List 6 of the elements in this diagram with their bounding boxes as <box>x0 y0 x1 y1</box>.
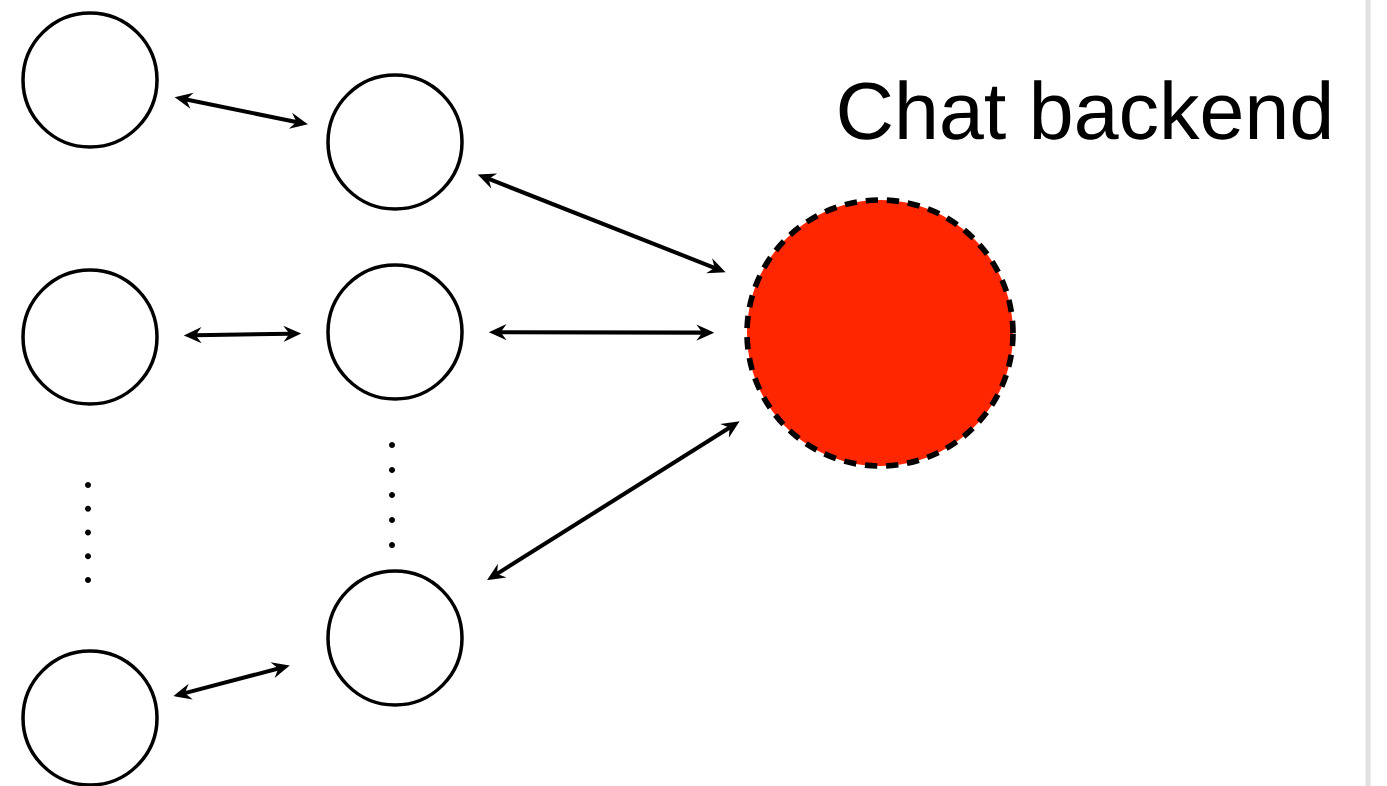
client-circle <box>326 263 464 401</box>
node-label: Chat backend <box>839 80 1330 140</box>
client-circle <box>21 11 159 149</box>
client-circle <box>21 268 159 406</box>
client-circle <box>326 73 464 211</box>
client-circle <box>326 569 464 707</box>
